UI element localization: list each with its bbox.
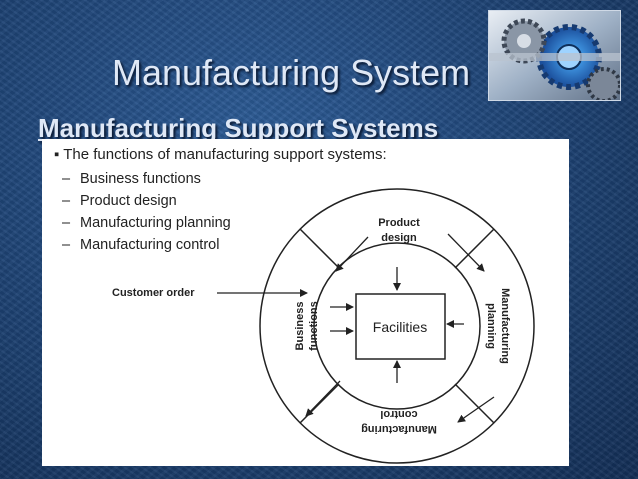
divider-line <box>299 383 340 424</box>
bullet-marker: ▪ <box>54 146 60 163</box>
arrow <box>305 380 341 417</box>
slide-title: Manufacturing System <box>112 52 471 93</box>
list-item: –Business functions <box>62 171 201 187</box>
sector-bottom-line-2: control <box>380 408 417 420</box>
sector-right-line-1: Manufacturing <box>499 288 511 364</box>
list-item: –Manufacturing control <box>62 237 220 253</box>
bullet-list: –Business functions –Product design –Man… <box>62 168 231 256</box>
slide-subtitle: Manufacturing Support Systems <box>38 113 439 143</box>
sector-left-line-2: functions <box>308 301 320 351</box>
bullet-heading-text: The functions of manufacturing support s… <box>63 146 387 163</box>
sector-top-line-1: Product <box>378 217 420 229</box>
sector-bottom-line-1: Manufacturing <box>361 423 437 435</box>
facilities-label: Facilities <box>373 319 427 335</box>
gears-photo <box>488 10 621 101</box>
outer-ring <box>259 188 535 464</box>
divider-line <box>454 383 495 424</box>
sector-right-line-2: planning <box>485 303 497 349</box>
list-item: –Manufacturing planning <box>62 215 231 231</box>
arrow <box>335 236 369 272</box>
customer-order-label: Customer order <box>112 287 195 299</box>
bullet-heading: ▪ The functions of manufacturing support… <box>54 146 387 163</box>
arrow <box>457 396 495 423</box>
divider-line <box>299 228 340 269</box>
support-systems-diagram: Facilities Customer order Product design… <box>112 188 535 464</box>
sector-left-line-1: Business <box>294 302 306 351</box>
content-panel: ▪ The functions of manufacturing support… <box>42 139 569 466</box>
inner-ring <box>313 242 481 410</box>
sector-top-line-2: design <box>381 232 417 244</box>
arrow <box>447 233 485 272</box>
list-item: –Product design <box>62 193 177 209</box>
facilities-box <box>355 293 446 360</box>
divider-line <box>454 228 495 269</box>
